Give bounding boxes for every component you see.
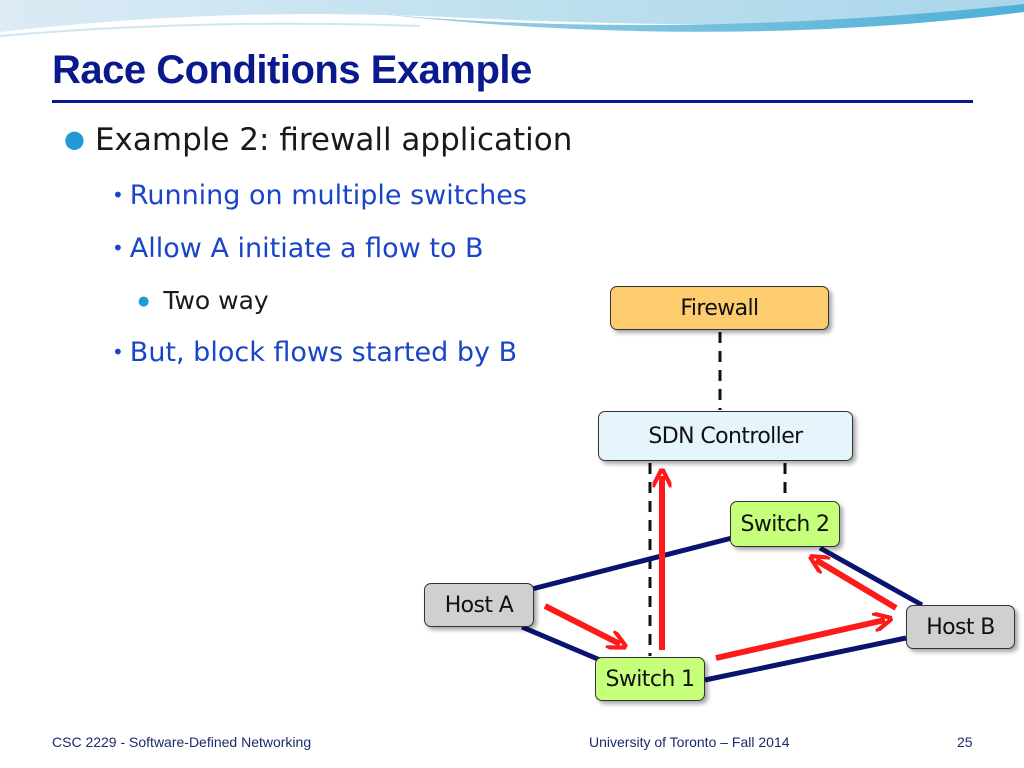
sdn-controller-node: SDN Controller: [598, 411, 853, 461]
host-b-label: Host B: [926, 614, 995, 640]
bullet-text: Allow A initiate a flow to B: [129, 233, 484, 264]
footer-course: CSC 2229 - Software-Defined Networking: [52, 734, 312, 750]
footer-institution: University of Toronto – Fall 2014: [589, 734, 790, 750]
host-a-label: Host A: [444, 592, 514, 618]
bullet-dot-icon: ●: [138, 294, 150, 309]
bullet-text: But, block flows started by B: [129, 337, 518, 368]
bullet-text: Running on multiple switches: [129, 180, 527, 211]
bullet-dot-icon: •: [112, 236, 124, 260]
firewall-label: Firewall: [680, 295, 759, 321]
data-link-switch1-hostb: [704, 635, 907, 683]
switch1-label: Switch 1: [605, 666, 696, 692]
switch2-label: Switch 2: [740, 511, 831, 537]
bullet-dot-icon: •: [112, 183, 124, 207]
flow-arrow-hostb-switch2: [816, 560, 898, 611]
data-link-hosta-switch2: [531, 535, 733, 592]
firewall-node: Firewall: [610, 286, 829, 330]
bullet-level1: ● Example 2: firewall application: [64, 122, 572, 158]
host-a-node: Host A: [424, 583, 534, 627]
bullet-level2: •But, block flows started by B: [112, 337, 517, 368]
slide-title: Race Conditions Example: [52, 48, 532, 92]
bullet-level2: •Running on multiple switches: [112, 180, 527, 211]
footer-page-number: 25: [957, 734, 973, 750]
controller-label: SDN Controller: [648, 423, 803, 449]
data-link-switch2-hostb: [818, 545, 924, 608]
switch1-node: Switch 1: [595, 657, 705, 701]
bullet-dot-icon: ●: [64, 125, 85, 153]
bullet-text: Example 2: firewall application: [94, 122, 573, 158]
data-link-hosta-switch1: [521, 624, 601, 663]
header-wave-decoration: [0, 0, 1024, 37]
flow-arrow-hosta-switch1: [543, 603, 620, 644]
switch2-node: Switch 2: [730, 501, 840, 547]
host-b-node: Host B: [906, 605, 1015, 649]
bullet-level2: •Allow A initiate a flow to B: [112, 233, 484, 264]
title-underline: [52, 100, 973, 103]
bullet-text: Two way: [163, 286, 269, 315]
flow-arrow-switch1-hostb: [715, 620, 885, 661]
bullet-dot-icon: •: [112, 340, 124, 364]
bullet-level3: ● Two way: [138, 286, 269, 315]
